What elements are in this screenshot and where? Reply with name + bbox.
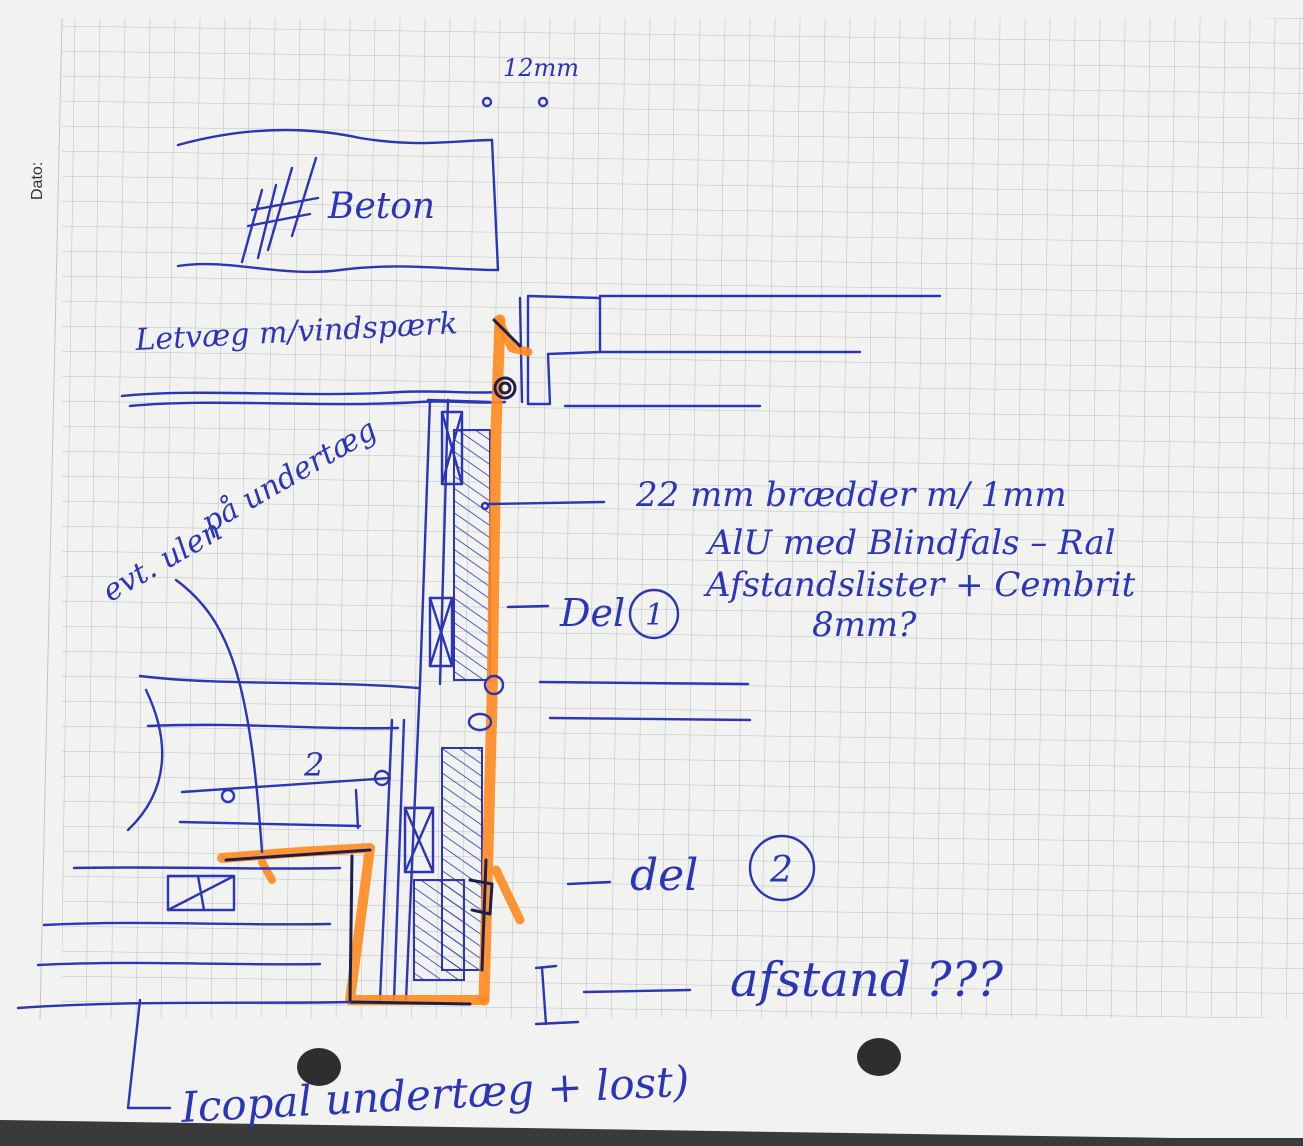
boards-line1: 22 mm brædder m/ 1mm [635, 475, 1067, 515]
del1-number: 1 [645, 598, 664, 633]
dimension-two: 2 [303, 746, 324, 784]
beton-block: Beton [176, 128, 500, 274]
del1-label: Del [559, 591, 625, 635]
punch-hole-right [857, 1038, 901, 1076]
boards-note: 22 mm brædder m/ 1mm AlU med Blindfals –… [635, 475, 1136, 645]
wall-section [378, 398, 492, 1002]
boards-line3: Afstandslister + Cembrit [703, 565, 1136, 605]
boards-line4: 8mm? [812, 605, 917, 645]
afstand-label: afstand ??? [730, 952, 1003, 1008]
margin-line [39, 17, 63, 1021]
highlight-strokes [217, 314, 533, 1006]
punch-hole-left [297, 1048, 341, 1086]
date-label: Dato: [29, 162, 46, 200]
del1-circle [628, 588, 680, 640]
del2-label: del [630, 850, 698, 901]
del2-number: 2 [769, 850, 793, 891]
beton-label: Beton [327, 186, 435, 227]
desk [0, 1138, 1303, 1146]
top-dimension: 12mm [503, 54, 579, 82]
boards-line2: AlU med Blindfals – Ral [705, 523, 1116, 563]
flashing-top [518, 294, 942, 408]
lower-layers: 2 [16, 578, 420, 1010]
del2-circle [748, 834, 816, 902]
